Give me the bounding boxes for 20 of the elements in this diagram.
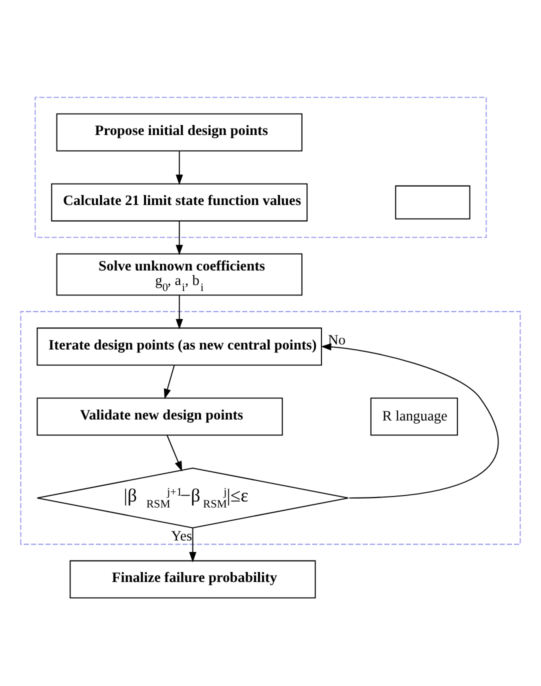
node-box: Calculate 21 limit state function values <box>51 182 308 221</box>
arrow <box>176 150 183 184</box>
arrow <box>166 434 182 471</box>
edge-label: No <box>328 332 346 348</box>
cluster <box>20 310 521 544</box>
arrow <box>320 342 498 498</box>
node-box: Solve unknown coefficients g$_{0}$, a$_{i}$, b$_{i}$ <box>56 252 302 296</box>
cluster <box>34 96 487 238</box>
node-box <box>395 184 470 219</box>
arrow <box>189 528 196 562</box>
node-box: Propose initial design points <box>56 112 302 151</box>
node-box: Finalize failure probability <box>70 560 316 598</box>
arrow <box>176 220 183 255</box>
node-box: R language <box>370 397 458 436</box>
arrow <box>176 294 183 329</box>
node-box: Validate new design points <box>36 397 283 436</box>
node-diamond: |β$_{RSM}$$^{j+1}$−β$_{RSM}$$^{j}$|≤ε <box>36 467 349 528</box>
arrow <box>164 364 175 399</box>
node-box: Iterate design points (as new central points) <box>36 327 322 366</box>
edge-label: Yes <box>171 528 192 544</box>
